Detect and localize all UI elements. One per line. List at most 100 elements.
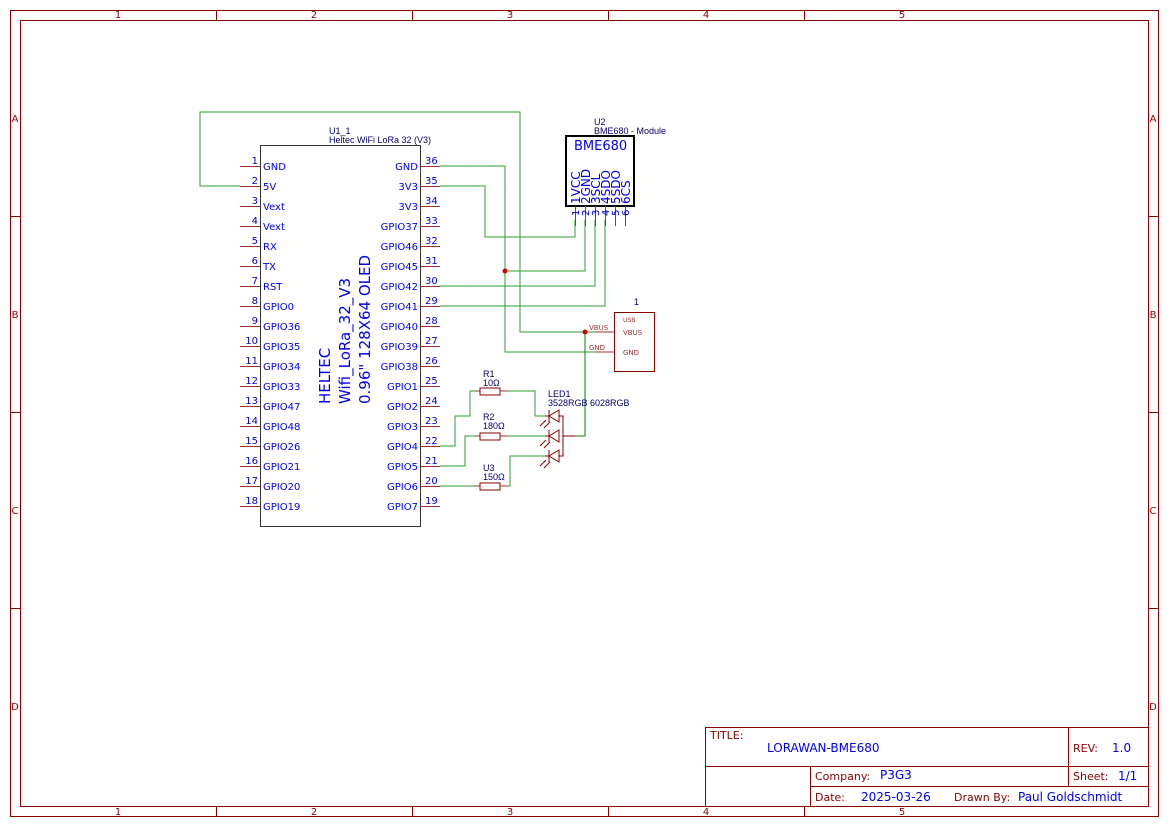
- pin-number: 18: [245, 496, 258, 507]
- wire-gpio5-r2[interactable]: [440, 435, 480, 467]
- column-marker: 3: [507, 10, 513, 21]
- column-marker: 3: [507, 807, 513, 818]
- usb-pin-vbus: VBUS: [623, 329, 643, 337]
- resistor-r1[interactable]: R1 10Ω: [475, 369, 508, 396]
- r2-designator: R2: [483, 412, 495, 422]
- sheet-value: 1/1: [1118, 769, 1137, 783]
- pin-number: 1: [252, 156, 258, 167]
- u1-pin-5[interactable]: 5RX: [240, 236, 277, 253]
- wire-vbus-to-led[interactable]: [565, 332, 586, 437]
- resistor-u3[interactable]: U3 150Ω: [475, 463, 508, 491]
- wire-gnd36[interactable]: [440, 165, 614, 353]
- led-rgb[interactable]: LED1 3528RGB 6028RGB: [539, 389, 630, 469]
- pin-name: GPIO4: [387, 442, 418, 453]
- wire-gpio4-r1[interactable]: [440, 390, 480, 447]
- wire-gpio42-scl[interactable]: [440, 220, 596, 287]
- pin-number: 24: [425, 396, 438, 407]
- wire-3v3-to-vcc[interactable]: [440, 185, 576, 238]
- pin-name: GND: [263, 162, 286, 173]
- wire-gpio41-sdo[interactable]: [440, 220, 606, 307]
- u1-designator: U1_1: [329, 126, 351, 136]
- pin-name: GPIO48: [263, 422, 300, 433]
- pin-name: GPIO5: [387, 462, 418, 473]
- pin-name: 3V3: [398, 202, 418, 213]
- pin-number: 25: [425, 376, 438, 387]
- pin-number: 5: [252, 236, 258, 247]
- pin-name: 5SDO: [609, 170, 623, 204]
- wire-u3-led[interactable]: [500, 455, 545, 487]
- pin-name: 6CS: [619, 180, 633, 204]
- pin-number: 3: [252, 196, 258, 207]
- pin-name: GPIO42: [381, 282, 418, 293]
- pin-name: GPIO6: [387, 482, 418, 493]
- pin-number: 20: [425, 476, 438, 487]
- pin-number: 3: [591, 210, 602, 216]
- wire-5v-to-vbus[interactable]: [199, 111, 614, 333]
- resistor-r2[interactable]: R2 180Ω: [475, 412, 508, 441]
- pin-name: GPIO3: [387, 422, 418, 433]
- u1-pin-6[interactable]: 6TX: [240, 256, 276, 273]
- wire-r1-led[interactable]: [500, 390, 545, 417]
- row-marker: D: [11, 702, 19, 713]
- pin-number: 14: [245, 416, 258, 427]
- wire-gnd-to-bme[interactable]: [505, 220, 586, 272]
- u3-designator: U3: [483, 463, 495, 473]
- pin-number: 31: [425, 256, 438, 267]
- pin-number: 16: [245, 456, 258, 467]
- u3-value: 150Ω: [483, 472, 505, 482]
- rev-value: 1.0: [1112, 741, 1131, 755]
- led-diodes: [539, 409, 560, 469]
- pin-name: GPIO37: [381, 222, 418, 233]
- u1-pin-2[interactable]: 25V: [240, 176, 276, 193]
- drawn-by-value: Paul Goldschmidt: [1018, 790, 1122, 804]
- pin-name: GPIO19: [263, 502, 300, 513]
- column-marker: 4: [703, 807, 709, 818]
- usb-connector[interactable]: 1 USB VBUS GND VBUS GND: [589, 297, 655, 372]
- u2-bme680-module[interactable]: U2 BME680 - Module BME680 11VCC22GND33SC…: [565, 117, 666, 226]
- pin-name: 2GND: [579, 169, 593, 204]
- usb-title: USB: [623, 317, 635, 324]
- row-marker: D: [1149, 702, 1157, 713]
- pin-number: 35: [425, 176, 438, 187]
- u1-heltec-module[interactable]: U1_1 Heltec WiFi LoRa 32 (V3) 1GND25V3Ve…: [240, 126, 440, 527]
